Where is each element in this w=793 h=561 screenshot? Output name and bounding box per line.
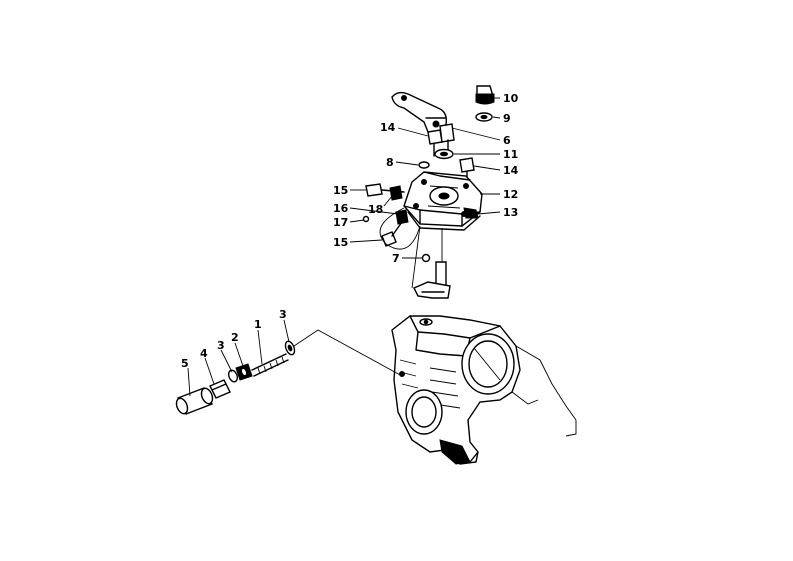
label-4: 4: [200, 347, 208, 360]
leader-cover-left: [411, 225, 421, 289]
stud-17: [362, 215, 370, 223]
part-16: [395, 209, 409, 225]
label-11: 11: [503, 148, 518, 161]
part-labels: 1 2 3 3 4 5 6 7 8 9 10 11 12 13 14 14 15…: [181, 92, 519, 370]
label-1: 1: [254, 318, 262, 331]
nut-10: [475, 85, 495, 105]
label-15-upper: 15: [333, 184, 348, 197]
assembly-loop: [379, 207, 421, 250]
label-17: 17: [333, 216, 348, 229]
label-2: 2: [231, 331, 239, 344]
cap-5: [175, 387, 214, 415]
label-10: 10: [503, 92, 519, 105]
label-8: 8: [386, 156, 394, 169]
ring-8: [418, 161, 430, 169]
label-15-lower: 15: [333, 236, 348, 249]
part-18: [389, 185, 403, 201]
leader-adjuster: [293, 329, 403, 377]
label-7: 7: [392, 252, 400, 265]
washer-11: [434, 148, 454, 160]
screw-1: [251, 353, 289, 377]
nut-4: [209, 379, 231, 399]
label-18: 18: [368, 203, 383, 216]
label-14-upper: 14: [380, 121, 396, 134]
label-leaders: [187, 97, 501, 397]
washer-3-right: [284, 340, 296, 356]
nut-2: [235, 363, 253, 381]
ring-7: [421, 253, 431, 263]
lever-arm: [391, 91, 448, 135]
label-6: 6: [503, 134, 511, 147]
label-3-left: 3: [217, 339, 225, 352]
cover-housing: [403, 171, 483, 227]
label-12: 12: [503, 188, 518, 201]
label-9: 9: [503, 112, 511, 125]
label-16: 16: [333, 202, 349, 215]
label-3-right: 3: [279, 308, 287, 321]
label-14-right: 14: [503, 164, 519, 177]
label-13: 13: [503, 206, 518, 219]
washer-9: [475, 112, 493, 122]
shaft-yoke: [413, 261, 451, 299]
part-6: [439, 123, 455, 153]
label-5: 5: [181, 357, 189, 370]
engine-block: [391, 315, 577, 465]
